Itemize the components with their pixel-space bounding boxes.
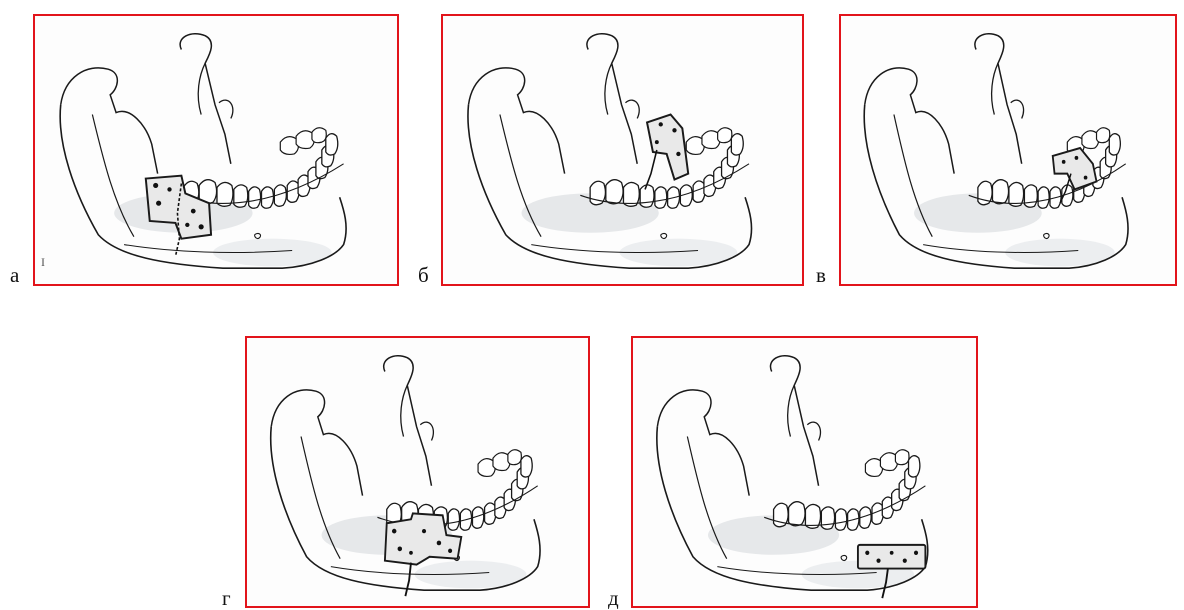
panel-letter-a: а bbox=[10, 265, 19, 286]
jaw-drawing-v bbox=[841, 16, 1175, 284]
jaw-drawing-d bbox=[633, 338, 976, 606]
fracture-line-b bbox=[645, 150, 657, 189]
panel-v bbox=[839, 14, 1177, 286]
fracture-line-g bbox=[405, 563, 411, 597]
premolar-plate bbox=[1053, 148, 1097, 189]
panel-a: I bbox=[33, 14, 399, 286]
panel-d bbox=[631, 336, 978, 608]
chin-plate bbox=[858, 545, 925, 569]
jaw-drawing-a bbox=[35, 16, 397, 284]
panel-letter-b: б bbox=[418, 265, 429, 286]
panel-g bbox=[245, 336, 590, 608]
jaw-drawing-g bbox=[247, 338, 588, 606]
panel-b bbox=[441, 14, 804, 286]
panel-letter-g: г bbox=[222, 588, 231, 609]
ramus-plate bbox=[647, 115, 688, 180]
jaw-drawing-b bbox=[443, 16, 802, 284]
panel-letter-d: д bbox=[608, 588, 619, 609]
panel-letter-v: в bbox=[816, 265, 826, 286]
figure-mark: I bbox=[41, 255, 45, 270]
